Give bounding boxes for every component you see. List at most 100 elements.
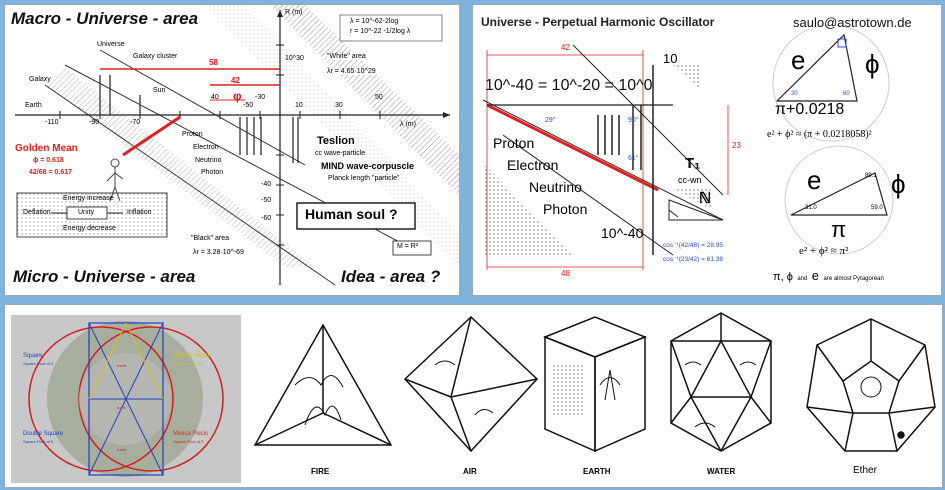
icosahedron: [670, 312, 772, 452]
platonic-panel: Square Square Root of 2 Double Square Sq…: [4, 304, 943, 488]
label-galaxy-cluster: Galaxy cluster: [133, 53, 178, 60]
angle-61: 61°: [628, 155, 639, 162]
label-10: 10: [663, 51, 678, 66]
dotted-region-top: [673, 65, 701, 90]
label-n: ℕ: [699, 190, 712, 207]
dodecahedron: [806, 318, 936, 452]
venn-square-sub: Square Root of 2: [23, 361, 54, 366]
label-photon: Photon: [201, 169, 224, 176]
macro-title: Macro - Universe - area: [11, 9, 199, 28]
energy-deflation: Deflation: [23, 209, 51, 216]
label-neutrino: Neutrino: [195, 157, 222, 164]
tri1-phi: ϕ: [865, 49, 880, 79]
tick-r-n50: -50: [261, 197, 272, 204]
tri2-angle-31: 31.0: [805, 205, 817, 211]
triangle-1: [775, 33, 858, 102]
lambda-axis-label: λ (m): [400, 121, 416, 128]
tick-n30: -30: [255, 94, 266, 101]
macro-universe-panel: Macro - Universe - area Micro - Universe…: [4, 4, 460, 296]
label-white-area: "White" area: [327, 53, 366, 60]
label-23: 23: [732, 141, 741, 150]
cos-1: cos⁻¹(42/48) = 28.95: [663, 242, 723, 249]
tick-r-n40: -40: [261, 181, 272, 188]
tick-r-n60: -60: [261, 215, 272, 222]
oscillator-panel: Universe - Perpetual Harmonic Oscillator…: [472, 4, 942, 296]
venn-circle-left: [28, 326, 174, 472]
tick-n50: -50: [243, 102, 254, 109]
label-black-area: "Black" area: [191, 235, 230, 242]
formula-2: r = 10^-22 -1/2log λ: [350, 28, 411, 35]
venn-vesica-sub: Square Root of 3: [173, 439, 204, 444]
osc-photon: Photon: [543, 201, 588, 217]
label-sun: Sun: [153, 87, 166, 94]
phi-symbol: φ: [233, 89, 242, 103]
tick-p50: 50: [375, 94, 383, 101]
label-mind-wave: MIND wave-corpuscle: [321, 161, 415, 171]
tri1-pi: π+0.0218: [775, 101, 845, 118]
tri1-equation: e² + ϕ² ≈ (π + 0.0218058)²: [767, 129, 872, 140]
dotted-band: [205, 5, 459, 265]
idea-title: Idea - area ?: [341, 267, 441, 286]
label-earth: Earth: [25, 102, 42, 109]
tri2-phi: ϕ: [891, 169, 906, 199]
golden-mean-phi: ϕ = 0.618: [33, 157, 64, 164]
dotted-region-left: [485, 165, 573, 255]
oscillator-title: Universe - Perpetual Harmonic Oscillator: [481, 15, 715, 29]
tri2-equation: e² + ϕ² ≈ π²: [799, 245, 849, 257]
osc-neutrino: Neutrino: [529, 179, 582, 195]
tick-n90: -90: [89, 119, 100, 126]
label-cc: cc-wn: [678, 175, 702, 185]
tri2-e: e: [807, 165, 822, 195]
energy-decrease: Energy decrease: [63, 225, 116, 232]
venn-center-1: earth: [117, 363, 127, 368]
osc-proton: Proton: [493, 135, 535, 151]
micro-title: Micro - Universe - area: [13, 267, 196, 286]
formula-1: λ = 10^-62-2log: [350, 18, 399, 25]
octahedron: [403, 315, 539, 453]
human-soul-box: [296, 202, 416, 230]
golden-arrow: [122, 115, 181, 157]
venn-double-sub: Square Root of 5: [23, 439, 54, 444]
macro-universe-diagram: [15, 5, 459, 286]
tick-n70: -70: [130, 119, 141, 126]
cos-2: cos⁻¹(23/42) = 61.38: [663, 256, 723, 263]
label-42: 42: [561, 43, 570, 52]
r-axis-label: R (m): [285, 9, 303, 16]
solid-label-earth: EARTH: [583, 467, 611, 476]
label-48: 48: [561, 269, 570, 278]
black-area-band: [45, 67, 315, 267]
note-rest: are almost Pytagorean: [823, 276, 884, 282]
email[interactable]: saulo@astrotown.de: [793, 15, 912, 30]
venn-square: Square: [23, 353, 43, 359]
solid-label-fire: FIRE: [311, 467, 330, 476]
tick-n110: -110: [45, 119, 59, 126]
tri1-angle-30: 30: [791, 91, 798, 97]
venn-golden-sub: Square Root of 5: [173, 361, 204, 366]
label-proton: Proton: [182, 131, 203, 138]
tick-p30: 30: [335, 102, 343, 109]
pythagorean-note: π, ϕ and e are almost Pytagorean: [773, 267, 884, 285]
angle-29: 29°: [545, 117, 556, 124]
venn-double-square: Double Square: [23, 431, 64, 437]
label-electron: Electron: [193, 144, 219, 151]
venn-center-2: earth: [117, 405, 127, 410]
angle-90: 90°: [628, 117, 639, 124]
platonic-diagram: [11, 312, 936, 483]
venn-center-3: earth: [117, 447, 127, 452]
red-diagonal: [486, 103, 659, 192]
energy-inflation: Inflation: [127, 209, 152, 216]
tri2-angle-59: 59.0: [871, 205, 883, 211]
label-white-area-val: λr = 4.65·10^29: [327, 68, 376, 75]
label-cc-wave: cc wave-particle: [315, 150, 366, 157]
dotted-region-right: [669, 187, 713, 210]
label-planck: Planck length "particle": [328, 175, 400, 182]
label-black-area-val: λr = 3.28·10^-69: [193, 249, 244, 256]
tri1-e: e: [791, 45, 806, 75]
solid-label-water: WATER: [707, 467, 736, 476]
tetrahedron: [253, 323, 393, 446]
cube: [542, 316, 648, 453]
value-40: 40: [211, 94, 219, 101]
oscillator-diagram: [482, 24, 894, 270]
energy-unity: Unity: [78, 209, 94, 216]
golden-mean-ratio: 42/68 = 0.617: [29, 169, 73, 176]
